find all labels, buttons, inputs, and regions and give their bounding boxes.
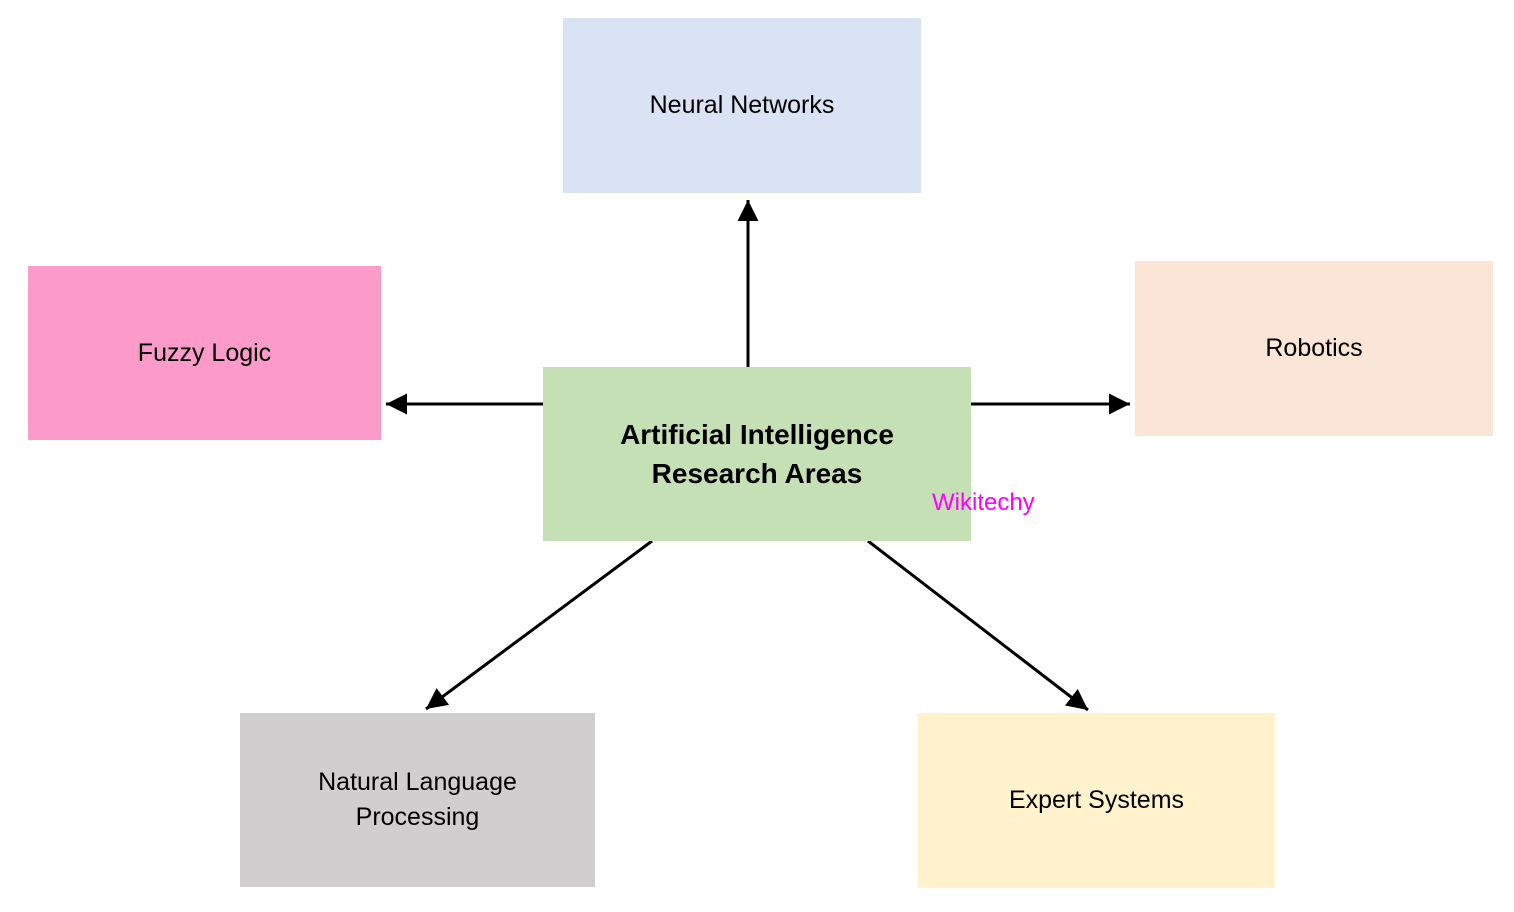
node-fuzzy-logic-label: Fuzzy Logic [137, 338, 272, 367]
node-neural-networks: Neural Networks [563, 18, 921, 193]
node-center-title: Artificial Intelligence Research Areas [543, 367, 971, 541]
node-neural-networks-label: Neural Networks [649, 91, 835, 119]
arrow-center-to-expert-systems [867, 539, 1089, 712]
node-natural-language-processing-label: Natural Language Processing [318, 768, 517, 831]
watermark-text: Wikitechy [932, 489, 1035, 516]
node-expert-systems-label: Expert Systems [1008, 786, 1185, 814]
node-robotics-label: Robotics [1265, 334, 1363, 362]
node-robotics: Robotics [1135, 261, 1493, 436]
node-natural-language-processing: Natural Language Processing [240, 713, 595, 887]
node-expert-systems: Expert Systems [918, 713, 1275, 888]
arrow-center-to-natural-language-processing [425, 539, 653, 711]
node-center-title-label: Artificial Intelligence Research Areas [620, 418, 894, 489]
node-fuzzy-logic: Fuzzy Logic [28, 266, 381, 440]
